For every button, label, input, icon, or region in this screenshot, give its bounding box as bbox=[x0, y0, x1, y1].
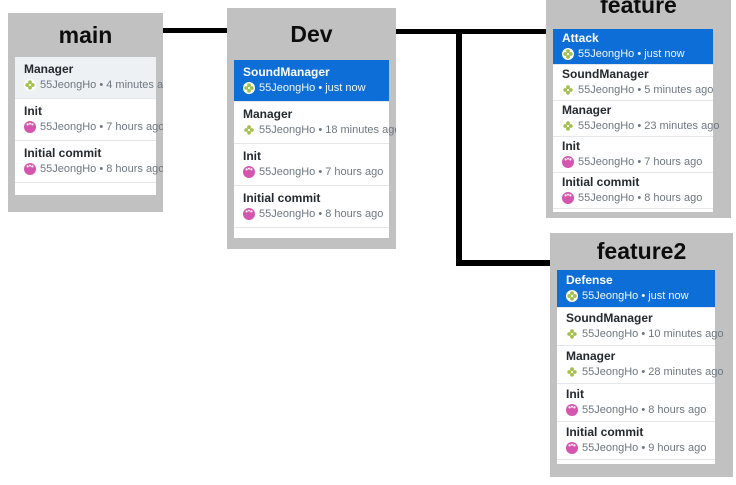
branch-title-feature2: feature2 bbox=[596, 238, 687, 264]
avatar-identicon-green-icon bbox=[566, 366, 578, 378]
commit-row[interactable]: Initial commit 55JeongHo • 8 hours ago bbox=[553, 172, 713, 208]
empty-row bbox=[234, 227, 389, 238]
commit-meta: 55JeongHo • just now bbox=[578, 48, 685, 60]
commit-list-main: Manager 55JeongHo • 4 minutes ago Init 5… bbox=[15, 57, 163, 195]
commit-title: Init bbox=[243, 149, 261, 163]
commit-list-feature2: Defense 55JeongHo • just now SoundManage… bbox=[557, 270, 723, 464]
avatar-identicon-green-icon bbox=[243, 82, 255, 94]
commit-meta: 55JeongHo • 23 minutes ago bbox=[578, 120, 720, 132]
commit-row[interactable]: Init 55JeongHo • 8 hours ago bbox=[557, 383, 715, 421]
commit-title: Manager bbox=[562, 103, 612, 117]
avatar-identicon-green-icon bbox=[566, 328, 578, 340]
commit-row[interactable]: Initial commit 55JeongHo • 9 hours ago bbox=[557, 421, 715, 459]
commit-meta: 55JeongHo • 7 hours ago bbox=[578, 156, 703, 168]
avatar-identicon-pink-icon bbox=[566, 442, 578, 454]
avatar-identicon-pink-icon bbox=[243, 208, 255, 220]
branch-title-dev: Dev bbox=[290, 20, 333, 47]
commit-row-selected[interactable]: SoundManager 55JeongHo • just now bbox=[234, 60, 389, 101]
commit-title: Defense bbox=[566, 273, 613, 287]
commit-title: Initial commit bbox=[562, 175, 640, 189]
avatar-identicon-green-icon bbox=[566, 290, 578, 302]
commit-title: Manager bbox=[566, 349, 616, 363]
commit-meta: 55JeongHo • 4 minutes ago bbox=[40, 79, 163, 91]
commit-meta: 55JeongHo • just now bbox=[582, 290, 689, 302]
branch-card-main: main Manager 55JeongHo • 4 minutes ago I… bbox=[8, 13, 163, 212]
commit-title: Initial commit bbox=[24, 146, 102, 160]
connector-dev-feature2 bbox=[456, 260, 550, 266]
commit-meta: 55JeongHo • 7 hours ago bbox=[259, 166, 384, 178]
commit-meta: 55JeongHo • 8 hours ago bbox=[259, 208, 384, 220]
avatar-identicon-green-icon bbox=[243, 124, 255, 136]
commit-meta: 55JeongHo • 8 hours ago bbox=[582, 404, 707, 416]
commit-row-selected[interactable]: Attack 55JeongHo • just now bbox=[553, 29, 713, 64]
connector-dev-feature bbox=[396, 29, 546, 34]
commit-title: Manager bbox=[243, 107, 293, 121]
commit-title: Init bbox=[24, 104, 42, 118]
commit-title: Manager bbox=[24, 62, 74, 76]
connector-branch-trunk bbox=[456, 29, 462, 266]
commit-row[interactable]: Initial commit 55JeongHo • 8 hours ago bbox=[234, 185, 389, 227]
commit-title: SoundManager bbox=[562, 67, 649, 81]
avatar-identicon-green-icon bbox=[562, 84, 574, 96]
avatar-identicon-green-icon bbox=[562, 48, 574, 60]
branch-title-feature: feature bbox=[600, 0, 677, 18]
commit-meta: 55JeongHo • 28 minutes ago bbox=[582, 366, 724, 378]
commit-title: SoundManager bbox=[243, 65, 330, 79]
commit-meta: 55JeongHo • just now bbox=[259, 82, 366, 94]
empty-row bbox=[557, 459, 715, 464]
commit-row[interactable]: Manager 55JeongHo • 18 minutes ago bbox=[234, 101, 396, 143]
branch-title-main: main bbox=[58, 21, 113, 48]
avatar-identicon-pink-icon bbox=[566, 404, 578, 416]
avatar-identicon-green-icon bbox=[24, 79, 36, 91]
avatar-identicon-pink-icon bbox=[243, 166, 255, 178]
commit-meta: 55JeongHo • 9 hours ago bbox=[582, 442, 707, 454]
empty-row bbox=[15, 182, 156, 195]
commit-title: SoundManager bbox=[566, 311, 653, 325]
commit-row[interactable]: Initial commit 55JeongHo • 8 hours ago bbox=[15, 140, 163, 182]
commit-meta: 55JeongHo • 18 minutes ago bbox=[259, 124, 396, 136]
avatar-identicon-pink-icon bbox=[562, 192, 574, 204]
commit-meta: 55JeongHo • 5 minutes ago bbox=[578, 84, 714, 96]
branch-card-feature2: feature2 Defense 55JeongHo • just now So… bbox=[550, 233, 733, 477]
connector-main-dev bbox=[163, 28, 227, 33]
commit-row[interactable]: Init 55JeongHo • 7 hours ago bbox=[15, 98, 163, 140]
commit-title: Initial commit bbox=[243, 191, 321, 205]
commit-row[interactable]: SoundManager 55JeongHo • 5 minutes ago bbox=[553, 64, 713, 100]
commit-row[interactable]: Init 55JeongHo • 7 hours ago bbox=[553, 136, 713, 172]
avatar-identicon-pink-icon bbox=[562, 156, 574, 168]
commit-row[interactable]: Manager 55JeongHo • 28 minutes ago bbox=[557, 345, 723, 383]
commit-meta: 55JeongHo • 8 hours ago bbox=[578, 192, 703, 204]
commit-title: Initial commit bbox=[566, 425, 644, 439]
branch-card-dev: Dev SoundManager 55JeongHo • just now Ma… bbox=[227, 8, 396, 249]
commit-list-dev: SoundManager 55JeongHo • just now Manage… bbox=[234, 60, 396, 238]
commit-meta: 55JeongHo • 8 hours ago bbox=[40, 163, 163, 175]
commit-row-selected[interactable]: Defense 55JeongHo • just now bbox=[557, 270, 715, 307]
commit-meta: 55JeongHo • 10 minutes ago bbox=[582, 328, 724, 340]
commit-title: Init bbox=[566, 387, 584, 401]
avatar-identicon-pink-icon bbox=[24, 121, 36, 133]
commit-row[interactable]: SoundManager 55JeongHo • 10 minutes ago bbox=[557, 307, 723, 345]
branch-card-feature: feature Attack 55JeongHo • just now Soun… bbox=[546, 0, 731, 218]
avatar-identicon-pink-icon bbox=[24, 163, 36, 175]
commit-title: Init bbox=[562, 139, 580, 153]
commit-meta: 55JeongHo • 7 hours ago bbox=[40, 121, 163, 133]
commit-row[interactable]: Manager 55JeongHo • 23 minutes ago bbox=[553, 100, 719, 136]
commit-row[interactable]: Init 55JeongHo • 7 hours ago bbox=[234, 143, 389, 185]
commit-row[interactable]: Manager 55JeongHo • 4 minutes ago bbox=[15, 57, 163, 98]
commit-title: Attack bbox=[562, 31, 599, 45]
avatar-identicon-green-icon bbox=[562, 120, 574, 132]
commit-list-feature: Attack 55JeongHo • just now SoundManager… bbox=[553, 29, 719, 212]
empty-row bbox=[553, 208, 713, 212]
